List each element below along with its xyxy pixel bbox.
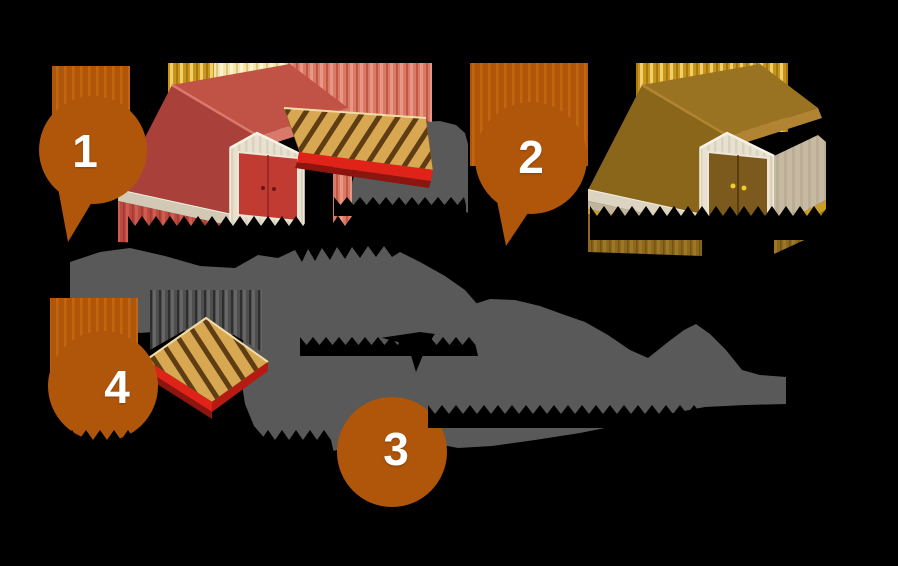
- gold-barn-roof-left: [588, 85, 728, 215]
- red-barn-wall-band: [118, 190, 232, 226]
- caption-remnant-step4: [58, 430, 336, 462]
- gold-barn-gable-trim: [699, 131, 775, 158]
- red-barn-roof-left: [118, 85, 258, 215]
- step-3-number: 3: [383, 423, 409, 476]
- step-1-badge: [39, 96, 147, 204]
- gold-barn-roof-fascia: [728, 108, 822, 147]
- caption-text-remnants: [58, 197, 830, 462]
- pallet-floor-red-underside: [146, 370, 212, 419]
- streaks-above-pallet-floor: [150, 290, 262, 352]
- gold-barn-right-wall: [774, 135, 826, 228]
- step-3-badge: [337, 397, 447, 507]
- red-barn-gable-trim: [229, 131, 305, 158]
- pallet-floor-illustration: [145, 316, 269, 419]
- step-1-number: 1: [72, 125, 98, 178]
- pallet-ramp-red-rail: [297, 152, 433, 181]
- step-2-number: 2: [518, 131, 544, 184]
- red-barn-door-handle: [272, 187, 276, 191]
- caption-remnant-step1-upper: [334, 197, 466, 216]
- gold-barn-door-handle: [741, 185, 747, 191]
- gold-barn-roof-right: [642, 64, 818, 136]
- caption-remnant-step2: [590, 206, 830, 240]
- gold-barn-door-handle: [730, 183, 736, 189]
- gold-barn-ridge: [641, 83, 729, 138]
- caption-remnant-step1: [128, 216, 462, 246]
- pallet-floor-top-rim: [145, 316, 269, 363]
- step-badges: [39, 96, 587, 507]
- red-barn-door-handle: [261, 186, 265, 190]
- pallet-floor-red-edge-left: [146, 360, 212, 412]
- step-4-number: 4: [104, 361, 130, 414]
- pallet-floor-red-edge-right: [212, 362, 268, 412]
- step-4-badge: [48, 331, 158, 441]
- caption-remnant-step3: [428, 405, 706, 428]
- caption-remnant-step3-upper: [300, 337, 478, 356]
- pallet-ramp-red-underside: [295, 162, 431, 188]
- pallet-ramp-top-rim: [283, 107, 427, 119]
- step-2-badge: [475, 102, 587, 214]
- red-barn-ridge: [171, 83, 259, 138]
